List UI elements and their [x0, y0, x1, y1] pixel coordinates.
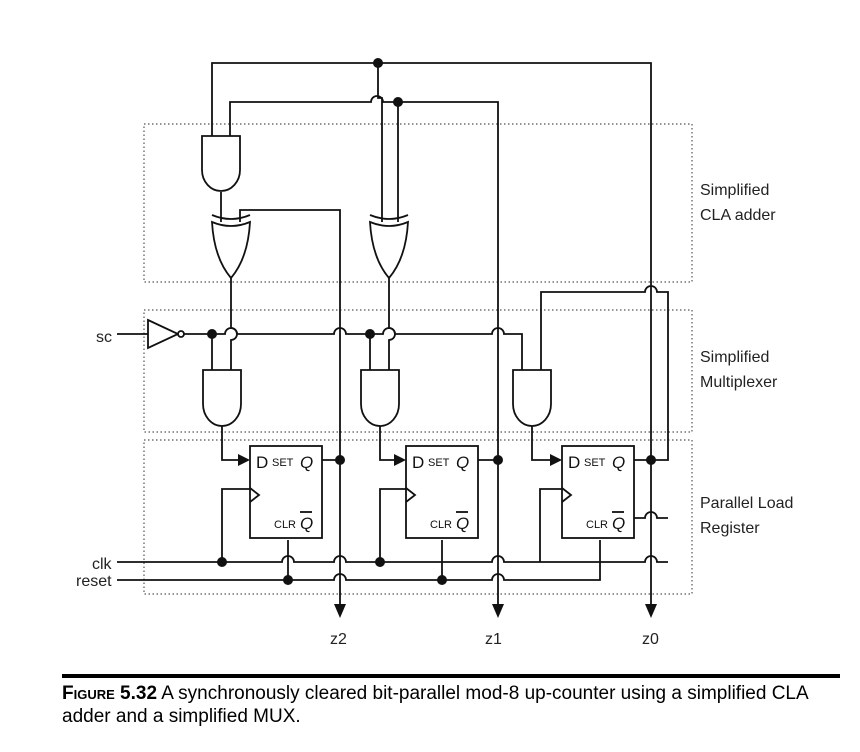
- arrowheads: [238, 454, 657, 618]
- adder-and-gate: [201, 135, 241, 192]
- mux-label-line2: Multiplexer: [700, 374, 778, 391]
- flipflop-bit2: D SET Q CLR Q: [249, 445, 323, 539]
- sc-label: sc: [96, 329, 112, 346]
- svg-text:CLR: CLR: [586, 519, 608, 531]
- svg-text:Q: Q: [612, 453, 625, 472]
- xor-gate-bit1: [369, 214, 409, 280]
- junction-dots: [207, 58, 656, 585]
- mux-and-gate-bit2: [202, 369, 242, 427]
- cla-adder-block: [143, 123, 693, 283]
- register-label-line2: Register: [700, 520, 760, 537]
- caption-text: A synchronously cleared bit-parallel mod…: [62, 683, 808, 727]
- mux-label-line1: Simplified: [700, 349, 769, 366]
- mux-and-gate-bit1: [360, 369, 400, 427]
- svg-text:D: D: [568, 453, 580, 472]
- z2-label: z2: [330, 631, 347, 648]
- svg-text:CLR: CLR: [430, 519, 452, 531]
- svg-text:Q: Q: [456, 453, 469, 472]
- flipflop-bit1: D SET Q CLR Q: [405, 445, 479, 539]
- figure-number: Figure 5.32: [62, 683, 158, 704]
- svg-text:D: D: [412, 453, 424, 472]
- xor-gate-bit2: [211, 214, 251, 280]
- mux-and-gate-bit0: [512, 369, 552, 427]
- register-label-line1: Parallel Load: [700, 495, 793, 512]
- svg-text:SET: SET: [584, 457, 606, 469]
- register-block: [143, 439, 693, 595]
- flipflop-bit0: D SET Q CLR Q: [561, 445, 635, 539]
- svg-text:Q: Q: [300, 453, 313, 472]
- svg-text:Q: Q: [612, 514, 625, 533]
- figure-caption: Figure 5.32 A synchronously cleared bit-…: [62, 682, 842, 728]
- wires: [117, 62, 669, 606]
- caption-rule: [62, 674, 840, 678]
- svg-text:SET: SET: [272, 457, 294, 469]
- z1-label: z1: [485, 631, 502, 648]
- z0-label: z0: [642, 631, 659, 648]
- svg-text:Q: Q: [300, 514, 313, 533]
- adder-label-line1: Simplified: [700, 182, 769, 199]
- svg-text:Q: Q: [456, 514, 469, 533]
- svg-text:SET: SET: [428, 457, 450, 469]
- clk-label: clk: [92, 556, 113, 573]
- reset-label: reset: [76, 573, 112, 590]
- sc-buffer: [147, 318, 185, 350]
- adder-label-line2: CLA adder: [700, 207, 776, 224]
- multiplexer-block: [143, 309, 693, 433]
- svg-text:CLR: CLR: [274, 519, 296, 531]
- svg-text:D: D: [256, 453, 268, 472]
